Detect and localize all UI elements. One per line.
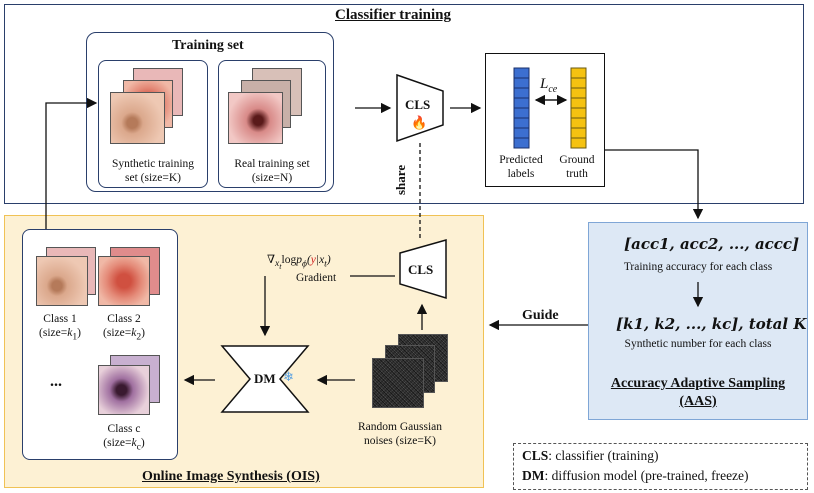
ground-truth-label-1: Ground xyxy=(559,154,595,166)
synthetic-number-caption: Synthetic number for each class xyxy=(624,338,772,350)
aas-title-1: Accuracy Adaptive Sampling xyxy=(610,376,786,391)
predicted-labels-bar xyxy=(513,67,530,149)
noise-image-1 xyxy=(372,358,424,408)
loop-arrow xyxy=(45,97,98,229)
cls-classifier-bottom xyxy=(399,239,447,300)
synthetic-image-1 xyxy=(110,92,165,144)
aas-panel xyxy=(588,222,808,420)
class2-size: (size=k2) xyxy=(103,327,145,343)
class2-image xyxy=(98,256,150,306)
cls-top-label: CLS xyxy=(405,97,431,112)
accuracy-vector: [acc1, acc2, ..., accc] xyxy=(624,235,800,253)
synthetic-number-vector: [k1, k2, ..., kc], total K xyxy=(616,315,807,333)
gradient-label: Gradient xyxy=(296,272,337,284)
training-set-title: Training set xyxy=(172,38,244,53)
synthetic-set-label-1: Synthetic training xyxy=(111,158,195,170)
classc-image xyxy=(98,365,150,415)
class2-label: Class 2 xyxy=(107,313,141,325)
legend-cls: CLS: classifier (training) xyxy=(522,448,659,463)
loss-to-aas-arrow xyxy=(605,149,704,220)
dm-label: DM xyxy=(254,371,276,386)
ois-title: Online Image Synthesis (OIS) xyxy=(142,469,320,484)
classc-size: (size=kc) xyxy=(103,437,145,453)
real-set-label-2: (size=N) xyxy=(251,172,293,184)
cls-bottom-label: CLS xyxy=(408,262,434,277)
legend-box xyxy=(513,443,808,490)
ellipsis: ... xyxy=(50,373,62,390)
aas-title-2: (AAS) xyxy=(679,394,717,409)
legend-dm: DM: diffusion model (pre-trained, freeze… xyxy=(522,468,749,483)
cls-classifier-top xyxy=(396,73,444,143)
class1-label: Class 1 xyxy=(43,313,77,325)
classifier-training-panel xyxy=(4,4,804,204)
classc-label: Class c xyxy=(107,423,141,435)
ground-truth-label-2: truth xyxy=(566,168,588,180)
synthetic-set-label-2: set (size=K) xyxy=(125,172,181,184)
predicted-label-1: Predicted xyxy=(499,154,543,166)
snowflake-icon: ❄ xyxy=(283,369,294,384)
guide-label: Guide xyxy=(522,308,559,323)
loss-box xyxy=(485,53,605,187)
gradient-formula: ∇xtlogpϕ(y|xt) xyxy=(267,254,331,272)
accuracy-caption: Training accuracy for each class xyxy=(623,261,773,273)
diffusion-model-shape xyxy=(220,345,310,413)
noise-label-1: Random Gaussian xyxy=(357,421,442,433)
ground-truth-bar xyxy=(570,67,587,149)
class1-size: (size=k1) xyxy=(39,327,81,343)
fire-icon: 🔥 xyxy=(411,115,428,130)
class1-image xyxy=(36,256,88,306)
loss-label: Lce xyxy=(540,76,558,95)
classifier-training-title: Classifier training xyxy=(335,7,451,23)
real-set-label-1: Real training set xyxy=(234,158,310,170)
real-image-1 xyxy=(228,92,283,144)
predicted-label-2: labels xyxy=(507,168,535,180)
noise-label-2: noises (size=K) xyxy=(364,435,436,447)
